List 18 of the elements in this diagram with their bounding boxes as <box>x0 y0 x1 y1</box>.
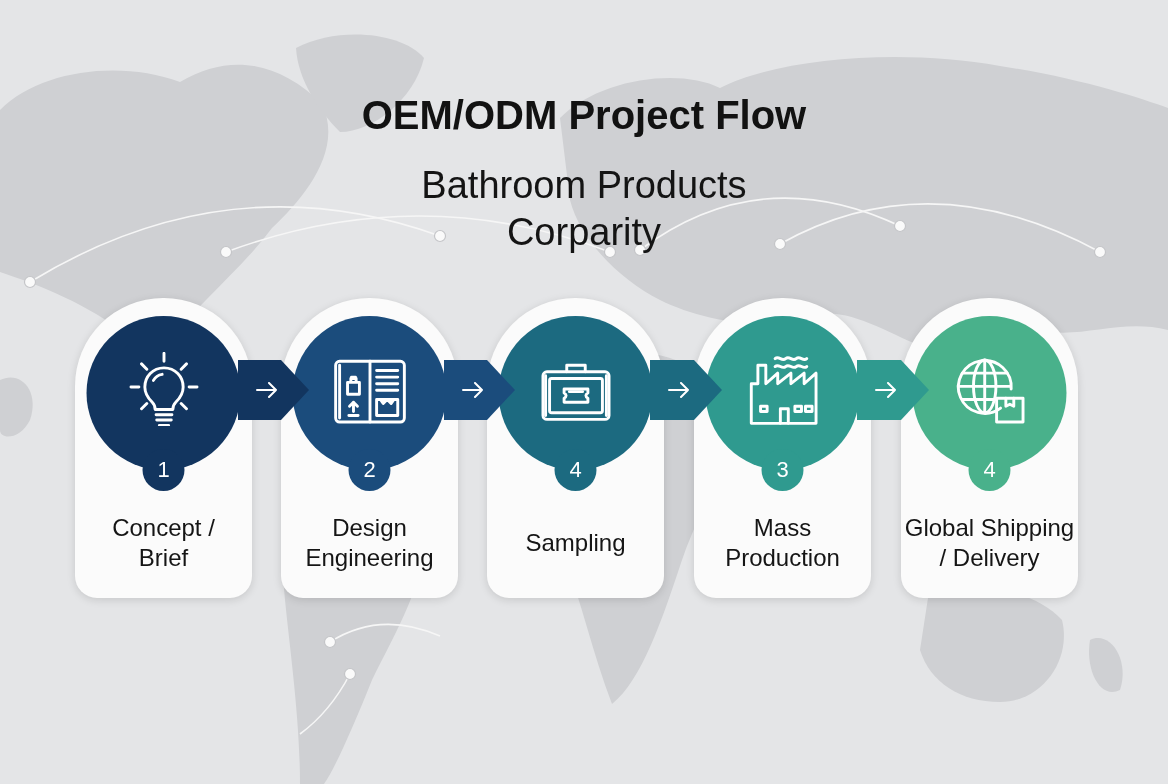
step-label: Sampling <box>525 528 626 558</box>
subtitle: Bathroom Products Corparity <box>420 163 748 255</box>
step-label: Design Engineering <box>304 513 435 573</box>
step-card <box>694 298 871 598</box>
step-label: Concept / Brief <box>111 513 216 573</box>
step-label: Mass Production <box>724 513 841 573</box>
step-number: 1 <box>156 457 171 483</box>
step-number: 4 <box>568 457 583 483</box>
step-number: 4 <box>982 457 997 483</box>
step-number: 3 <box>775 457 790 483</box>
chevron-arrow <box>444 360 515 420</box>
step-label: Global Shipping / Delivery <box>903 513 1076 573</box>
chevron-arrow <box>857 360 929 420</box>
step-card <box>75 298 252 598</box>
chevron-arrow <box>238 360 309 420</box>
step-card <box>901 298 1078 598</box>
step-number: 2 <box>362 457 377 483</box>
diagram-title: OEM/ODM Project Flow <box>361 92 807 138</box>
